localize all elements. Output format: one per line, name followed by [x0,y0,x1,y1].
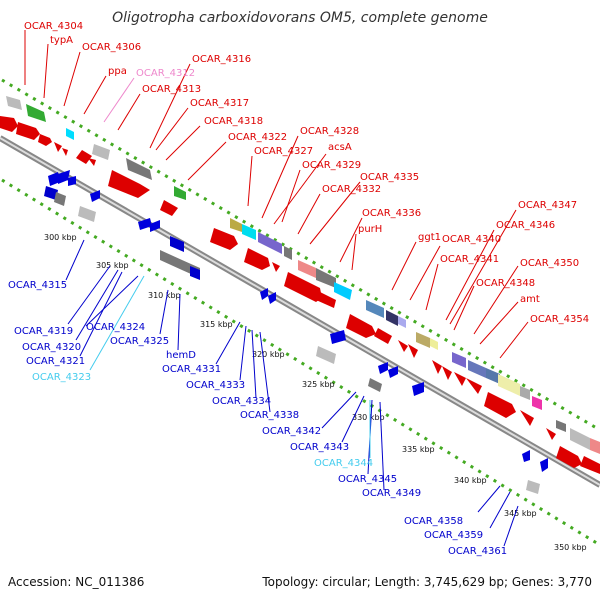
gene-label[interactable]: amt [520,294,540,305]
gene-label[interactable]: OCAR_4312 [136,68,195,79]
gene-label[interactable]: OCAR_4338 [240,410,299,421]
gene-label[interactable]: ggt1 [418,232,441,243]
reverse-leader-lines [65,239,519,547]
gene-label[interactable]: OCAR_4317 [190,98,249,109]
forward-labels: OCAR_4304 typA OCAR_4306 ppa OCAR_4312 O… [24,21,589,325]
gene-label[interactable]: OCAR_4323 [32,372,91,383]
gene-label[interactable]: OCAR_4341 [440,254,499,265]
gene-label[interactable]: hemD [166,350,196,361]
gene-label[interactable]: OCAR_4358 [404,516,463,527]
scale-label: 315 kbp [200,320,233,329]
gene-label[interactable]: OCAR_4354 [530,314,589,325]
gene-label[interactable]: OCAR_4347 [518,200,577,211]
gene-label[interactable]: OCAR_4318 [204,116,263,127]
gene-label[interactable]: OCAR_4334 [212,396,271,407]
forward-leader-lines [24,30,529,359]
gene-label[interactable]: OCAR_4306 [82,42,141,53]
scale-label: 340 kbp [454,476,487,485]
forward-genes [0,116,600,474]
gene-label[interactable]: OCAR_4333 [186,380,245,391]
gene-label[interactable]: OCAR_4359 [424,530,483,541]
gene-label[interactable]: OCAR_4324 [86,322,145,333]
gene-label[interactable]: OCAR_4304 [24,21,83,32]
highlight-leader-lines [89,275,371,458]
gene-label[interactable]: OCAR_4328 [300,126,359,137]
gene-label[interactable]: OCAR_4344 [314,458,373,469]
gene-label[interactable]: OCAR_4313 [142,84,201,95]
gene-label[interactable]: ppa [108,66,127,77]
gene-label[interactable]: OCAR_4336 [362,208,421,219]
gene-label[interactable]: typA [50,35,73,46]
gene-label[interactable]: OCAR_4349 [362,488,421,499]
gene-label[interactable]: acsA [328,142,352,153]
gene-label[interactable]: OCAR_4343 [290,442,349,453]
gene-label[interactable]: OCAR_4316 [192,54,251,65]
gene-label[interactable]: OCAR_4320 [22,342,81,353]
accession-text: Accession: NC_011386 [8,575,144,589]
scale-label: 310 kbp [148,291,181,300]
topology-text: Topology: circular; Length: 3,745,629 bp… [261,575,592,589]
gene-label[interactable]: OCAR_4327 [254,146,313,157]
gene-label[interactable]: OCAR_4361 [448,546,507,557]
scale-label: 330 kbp [352,413,385,422]
gene-label[interactable]: OCAR_4321 [26,356,85,367]
scale-label: 350 kbp [554,543,587,552]
gene-label[interactable]: OCAR_4322 [228,132,287,143]
scale-label: 300 kbp [44,233,77,242]
gene-label[interactable]: OCAR_4346 [496,220,555,231]
scale-label: 305 kbp [96,261,129,270]
gene-label[interactable]: purH [358,224,382,235]
scale-label: 320 kbp [252,350,285,359]
gene-label[interactable]: OCAR_4325 [110,336,169,347]
scale-label: 325 kbp [302,380,335,389]
reverse-genes [44,170,548,494]
gene-label[interactable]: OCAR_4331 [162,364,221,375]
gene-label[interactable]: OCAR_4348 [476,278,535,289]
scale-label: 335 kbp [402,445,435,454]
gene-label[interactable]: OCAR_4350 [520,258,579,269]
gene-label[interactable]: OCAR_4342 [262,426,321,437]
reverse-tick-track [1,178,600,547]
scale-labels: 300 kbp 305 kbp 310 kbp 315 kbp 320 kbp … [44,233,587,552]
gene-label[interactable]: OCAR_4340 [442,234,501,245]
pink-leader-line [103,77,135,123]
forward-colored-genes [6,96,600,454]
gene-label[interactable]: OCAR_4329 [302,160,361,171]
map-title: Oligotropha carboxidovorans OM5, complet… [112,10,488,26]
reverse-labels: OCAR_4315 OCAR_4319 OCAR_4320 OCAR_4321 … [8,280,507,557]
scale-label: 345 kbp [504,509,537,518]
gene-label[interactable]: OCAR_4332 [322,184,381,195]
forward-tick-track [1,78,600,432]
gene-label[interactable]: OCAR_4319 [14,326,73,337]
gene-label[interactable]: OCAR_4315 [8,280,67,291]
gene-label[interactable]: OCAR_4345 [338,474,397,485]
gene-label[interactable]: OCAR_4335 [360,172,419,183]
